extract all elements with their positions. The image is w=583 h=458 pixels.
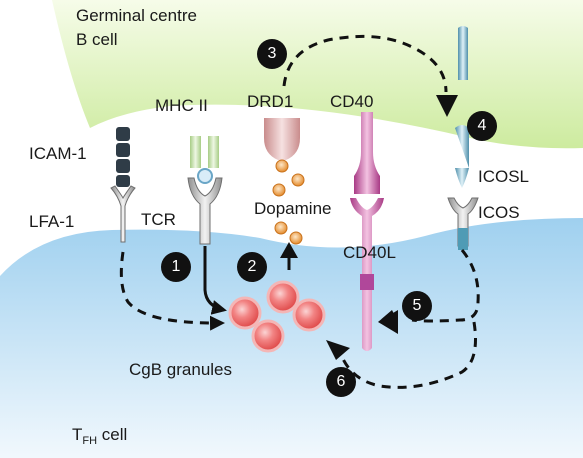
- step-6-badge: 6: [326, 367, 356, 397]
- b-cell-label-line1: Germinal centre: [76, 6, 197, 25]
- icos-label: ICOS: [478, 203, 520, 222]
- step-3-badge: 3: [257, 39, 287, 69]
- step6-arrowhead: [326, 340, 350, 360]
- drd1-label: DRD1: [247, 92, 294, 111]
- step-5-badge: 5: [402, 291, 432, 321]
- b-cell-body: [52, 0, 583, 149]
- tfh-cell-label: TFH cell: [72, 425, 128, 447]
- icosl-molecule: [458, 26, 468, 80]
- step5-arrowhead-main: [378, 310, 398, 334]
- drd1-to-icosl-path: [282, 34, 448, 93]
- drd1-receptor: [264, 118, 300, 160]
- cd40-label: CD40: [330, 92, 374, 111]
- icos-return-path: [338, 321, 477, 389]
- icosl-label: ICOSL: [478, 167, 530, 186]
- b-cell-label-line2: B cell: [76, 30, 118, 49]
- tfh-cell-label-suffix: cell: [97, 425, 128, 444]
- lfa1-label: LFA-1: [29, 212, 75, 231]
- tfh-cell-body: [0, 218, 583, 458]
- tfh-cell-label-subscript: FH: [82, 435, 98, 447]
- lfa1-molecule: [110, 185, 136, 243]
- dopamine-molecules: [272, 159, 305, 245]
- icam1-label: ICAM-1: [29, 144, 87, 163]
- lfa1-signal-path: [119, 251, 225, 331]
- granules-label: CgB granules: [129, 360, 233, 379]
- icos-signal-path: [411, 249, 480, 323]
- tfh-cell-label-prefix: T: [72, 425, 83, 444]
- step-1-badge: 1: [161, 252, 191, 282]
- dopamine-label: Dopamine: [254, 199, 332, 218]
- tcr-label: TCR: [141, 210, 176, 229]
- tcr-signal-arrow: [203, 246, 227, 315]
- cgb-granules: [228, 280, 326, 353]
- mhc2-molecule: [190, 136, 219, 184]
- cd40-receptor: [354, 112, 380, 194]
- icam1-molecule: [116, 127, 130, 187]
- step-4-badge: 4: [467, 111, 497, 141]
- dopamine-release-arrowhead: [280, 242, 298, 258]
- tcr-molecule: [187, 177, 223, 245]
- step-2-badge: 2: [237, 252, 267, 282]
- icosl-molecule-lower: [455, 125, 469, 188]
- mhc2-label: MHC II: [155, 96, 208, 115]
- step4-arrowhead: [436, 95, 458, 117]
- cd40l-label: CD40L: [343, 243, 396, 262]
- icos-molecule: [447, 197, 479, 247]
- cd40l-membrane-segment: [360, 274, 374, 290]
- icos-tail: [458, 228, 468, 250]
